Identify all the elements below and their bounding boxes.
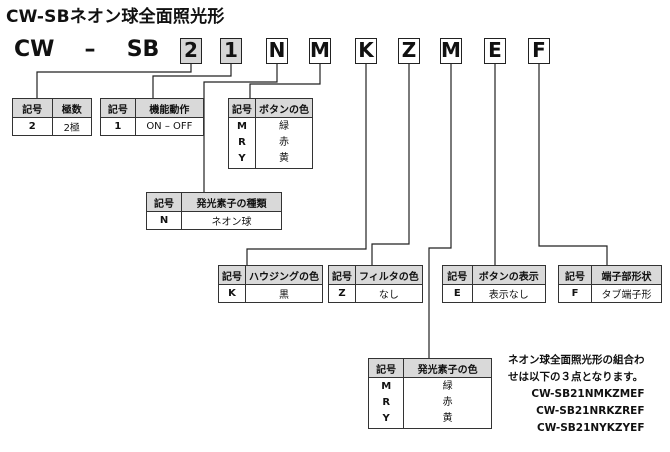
connector-light-type (203, 64, 278, 192)
value-red: 赤 (442, 397, 453, 408)
symbol-m: M (381, 381, 392, 392)
table-header-light-type: 発光素子の種類 (181, 192, 282, 212)
symbol-y: Y (382, 413, 390, 424)
note-line-1: ネオン球全面照光形の組合わ (508, 354, 645, 366)
table-cell-symbol: K (218, 284, 246, 303)
connector-operation (152, 64, 232, 98)
code-box-light-color: M (440, 38, 462, 64)
table-cell-value: 2極 (51, 117, 92, 136)
table-cell-symbol: 1 (100, 117, 136, 136)
value-green: 緑 (442, 381, 453, 392)
table-header-terminal-shape: 端子部形状 (591, 265, 662, 285)
connector-terminal-shape (538, 64, 608, 265)
table-cell-values: 緑 赤 黄 (403, 377, 492, 429)
code-box-terminal-shape: F (528, 38, 550, 64)
table-cell-symbols: M R Y (228, 117, 256, 169)
table-header-symbol: 記号 (328, 265, 356, 285)
table-header-housing-color: ハウジングの色 (245, 265, 323, 285)
connector-housing-color (246, 64, 367, 265)
table-header-filter-color: フィルタの色 (355, 265, 423, 285)
connector-button-color (249, 64, 321, 98)
table-cell-value: ネオン球 (181, 211, 282, 230)
value-yellow: 黄 (279, 153, 289, 164)
note-example-3: CW-SB21NYKZYEF (537, 422, 645, 434)
code-box-filter-color: Z (398, 38, 420, 64)
connector-light-color (428, 64, 452, 358)
table-header-symbol: 記号 (367, 358, 405, 378)
table-cell-symbol: E (442, 284, 473, 303)
note-example-1: CW-SB21NMKZMEF (531, 388, 645, 400)
table-header-symbol: 記号 (145, 192, 183, 212)
code-box-operation: 1 (220, 38, 242, 64)
table-cell-symbol: 2 (12, 117, 53, 136)
table-header-poles: 極数 (51, 98, 92, 118)
table-cell-symbol: F (557, 284, 593, 303)
code-box-poles: 2 (180, 38, 202, 64)
table-header-button-color: ボタンの色 (255, 98, 313, 118)
page-title: CW-SBネオン球全面照光形 (6, 7, 225, 27)
table-row: M R Y 緑 赤 黄 (367, 377, 492, 429)
symbol-r: R (382, 397, 391, 408)
table-cell-value: タブ端子形 (591, 284, 662, 303)
table-button-color: 記号ボタンの色 M R Y 緑 赤 黄 (228, 98, 313, 169)
note-example-2: CW-SB21NRKZREF (536, 405, 645, 417)
table-cell-symbols: M R Y (367, 377, 405, 429)
combination-note: ネオン球全面照光形の組合わ せは以下の３点となります。 CW-SB21NMKZM… (508, 352, 645, 437)
model-dash: – (84, 37, 96, 62)
table-header-symbol: 記号 (442, 265, 473, 285)
table-cell-value: ON – OFF (134, 117, 205, 136)
code-box-housing-color: K (355, 38, 377, 64)
symbol-m: M (237, 121, 247, 132)
value-yellow: 黄 (442, 413, 453, 424)
value-red: 赤 (279, 137, 289, 148)
note-line-2: せは以下の３点となります。 (508, 371, 644, 383)
connector-filter-color (371, 64, 410, 265)
table-cell-symbol: N (145, 211, 183, 230)
table-header-symbol: 記号 (12, 98, 53, 118)
code-box-button-display: E (484, 38, 506, 64)
table-header-symbol: 記号 (218, 265, 246, 285)
connector-poles (36, 64, 192, 98)
model-prefix-sb: SB (126, 37, 160, 62)
code-box-light-type: N (266, 38, 288, 64)
table-cell-value: 黒 (245, 284, 323, 303)
table-cell-value: なし (355, 284, 423, 303)
table-cell-values: 緑 赤 黄 (255, 117, 313, 169)
model-prefix-cw: CW (14, 37, 55, 62)
symbol-r: R (238, 137, 246, 148)
table-header-symbol: 記号 (100, 98, 136, 118)
code-box-button-color: M (309, 38, 331, 64)
table-light-color: 記号発光素子の色 M R Y 緑 赤 黄 (367, 358, 492, 429)
table-header-symbol: 記号 (557, 265, 593, 285)
table-cell-symbol: Z (328, 284, 356, 303)
table-header-light-color: 発光素子の色 (403, 358, 492, 378)
symbol-y: Y (238, 153, 246, 164)
table-header-symbol: 記号 (228, 98, 256, 118)
table-cell-value: 表示なし (471, 284, 547, 303)
table-header-button-display: ボタンの表示 (471, 265, 547, 285)
table-row: M R Y 緑 赤 黄 (228, 117, 313, 169)
value-green: 緑 (279, 121, 289, 132)
table-header-operation: 機能動作 (134, 98, 205, 118)
